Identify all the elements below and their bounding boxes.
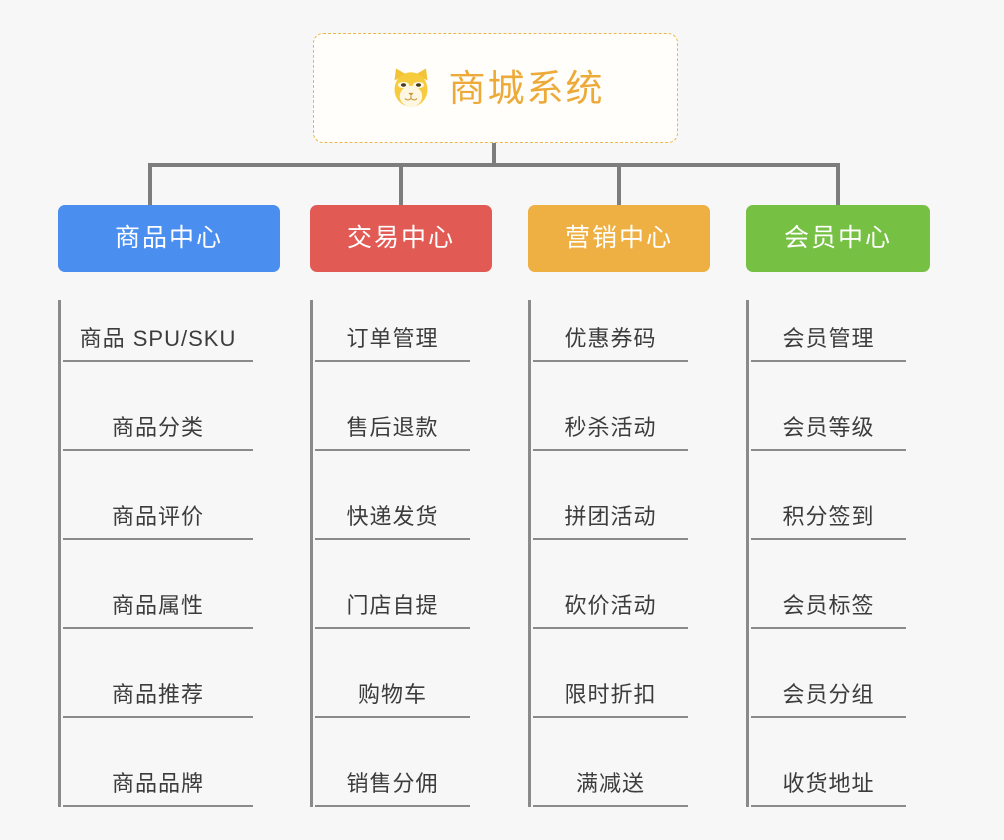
leaf-list-member-center: 会员管理 会员等级 积分签到 会员标签 会员分组 收货地址 (746, 300, 906, 807)
category-header-member-center[interactable]: 会员中心 (746, 205, 930, 272)
leaf-item[interactable]: 秒杀活动 (533, 362, 688, 451)
leaf-item[interactable]: 商品评价 (63, 451, 253, 540)
leaf-item[interactable]: 砍价活动 (533, 540, 688, 629)
connector-drop-trade-center (399, 163, 403, 207)
leaf-item[interactable]: 拼团活动 (533, 451, 688, 540)
leaf-item[interactable]: 商品推荐 (63, 629, 253, 718)
leaf-item[interactable]: 会员分组 (751, 629, 906, 718)
leaf-item[interactable]: 优惠券码 (533, 300, 688, 362)
connector-drop-product-center (148, 163, 152, 207)
leaf-item[interactable]: 会员管理 (751, 300, 906, 362)
connector-drop-marketing-center (617, 163, 621, 207)
category-header-trade-center[interactable]: 交易中心 (310, 205, 492, 272)
leaf-item[interactable]: 商品品牌 (63, 718, 253, 807)
connector-horizontal-bar (148, 163, 840, 167)
column-product-center: 商品中心 商品 SPU/SKU 商品分类 商品评价 商品属性 商品推荐 商品品牌 (58, 205, 280, 807)
leaf-list-trade-center: 订单管理 售后退款 快递发货 门店自提 购物车 销售分佣 (310, 300, 470, 807)
root-node-title: 商城系统 (448, 67, 605, 109)
column-marketing-center: 营销中心 优惠券码 秒杀活动 拼团活动 砍价活动 限时折扣 满减送 (528, 205, 710, 807)
leaf-item[interactable]: 会员标签 (751, 540, 906, 629)
root-node-shop-system[interactable]: 商城系统 (313, 33, 678, 143)
leaf-list-product-center: 商品 SPU/SKU 商品分类 商品评价 商品属性 商品推荐 商品品牌 (58, 300, 253, 807)
leaf-item[interactable]: 积分签到 (751, 451, 906, 540)
column-trade-center: 交易中心 订单管理 售后退款 快递发货 门店自提 购物车 销售分佣 (310, 205, 492, 807)
leaf-item[interactable]: 门店自提 (315, 540, 470, 629)
leaf-item[interactable]: 限时折扣 (533, 629, 688, 718)
leaf-item[interactable]: 订单管理 (315, 300, 470, 362)
leaf-item[interactable]: 售后退款 (315, 362, 470, 451)
leaf-item[interactable]: 商品属性 (63, 540, 253, 629)
leaf-item[interactable]: 快递发货 (315, 451, 470, 540)
column-member-center: 会员中心 会员管理 会员等级 积分签到 会员标签 会员分组 收货地址 (746, 205, 930, 807)
leaf-item[interactable]: 收货地址 (751, 718, 906, 807)
leaf-item[interactable]: 商品分类 (63, 362, 253, 451)
category-header-marketing-center[interactable]: 营销中心 (528, 205, 710, 272)
leaf-item[interactable]: 销售分佣 (315, 718, 470, 807)
leaf-item[interactable]: 会员等级 (751, 362, 906, 451)
category-header-product-center[interactable]: 商品中心 (58, 205, 280, 272)
leaf-item[interactable]: 满减送 (533, 718, 688, 807)
leaf-item[interactable]: 购物车 (315, 629, 470, 718)
connector-root-stem (492, 143, 496, 167)
leaf-list-marketing-center: 优惠券码 秒杀活动 拼团活动 砍价活动 限时折扣 满减送 (528, 300, 688, 807)
shiba-dog-face-icon (394, 68, 427, 107)
leaf-item[interactable]: 商品 SPU/SKU (63, 300, 253, 362)
connector-drop-member-center (836, 163, 840, 207)
